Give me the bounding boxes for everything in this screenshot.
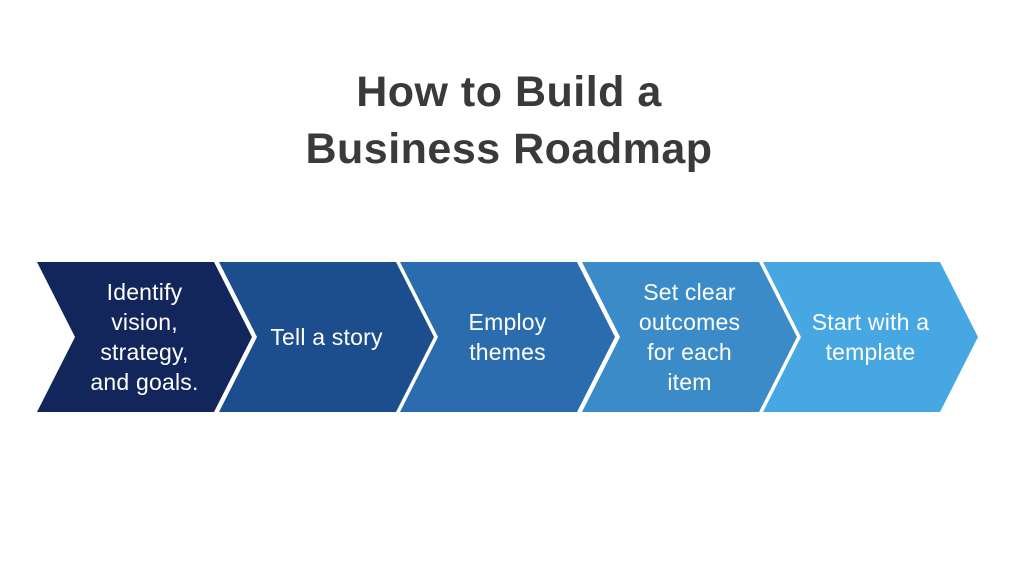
roadmap-step-5-label: Start with a template (811, 309, 930, 365)
roadmap-step-2-label: Tell a story (270, 324, 383, 350)
roadmap-step-4-label: Set clear outcomes for each item (638, 279, 741, 395)
page-title: How to Build a Business Roadmap (305, 68, 713, 173)
roadmap-step-1-chevron: Identify vision, strategy, and goals. (37, 262, 252, 412)
roadmap-step-1-label: Identify vision, strategy, and goals. (90, 279, 199, 395)
roadmap-arrow-band: Identify vision, strategy, and goals. Te… (0, 262, 1018, 412)
roadmap-step-3-label: Employ themes (468, 309, 547, 365)
